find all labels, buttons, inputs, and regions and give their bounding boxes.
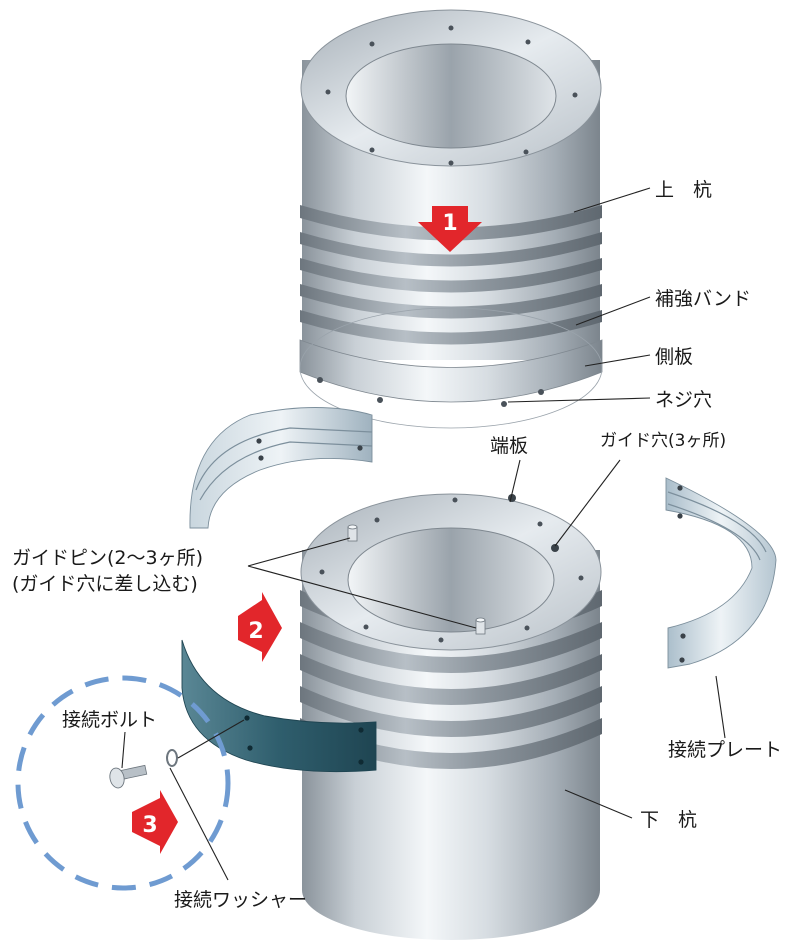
label-reinforcing-band: 補強バンド: [655, 288, 751, 310]
upper-screw-holes: [317, 377, 544, 407]
label-connection-plate: 接続プレート: [668, 739, 782, 761]
connection-plate-lower-left: [181, 639, 377, 773]
detail-circle: [15, 675, 231, 891]
label-lower-pile: 下 杭: [640, 809, 697, 831]
label-side-plate: 側板: [655, 346, 693, 368]
leader-lines: [121, 187, 726, 881]
connection-bolt: [109, 764, 148, 789]
lower-end-plate-holes: [319, 497, 584, 643]
upper-pile: [299, 9, 603, 429]
label-guide-pin: ガイドピン(2〜3ヶ所): [12, 547, 203, 569]
label-screw-hole: ネジ穴: [655, 389, 712, 411]
label-connection-bolt: 接続ボルト: [62, 709, 157, 731]
guide-pins: [347, 524, 486, 635]
label-end-plate: 端板: [490, 435, 528, 457]
step-2-arrow: 2: [238, 592, 282, 662]
step-1-number: 1: [442, 211, 457, 236]
connection-plate-upper-left: [189, 407, 373, 529]
step-3-arrow: 3: [132, 790, 178, 854]
label-upper-pile: 上 杭: [655, 179, 712, 201]
step-3-number: 3: [142, 813, 157, 838]
upper-top-holes: [325, 25, 578, 166]
label-guide-pin-note: (ガイド穴に差し込む): [12, 573, 198, 595]
connection-washer: [166, 749, 178, 767]
label-connection-washer: 接続ワッシャー: [174, 889, 307, 911]
step-1-arrow: 1: [418, 206, 482, 252]
upper-reinforcing-bands: [300, 205, 602, 345]
lower-pile: [300, 493, 602, 940]
connection-plate-right: [665, 477, 777, 669]
step-2-number: 2: [248, 619, 263, 644]
label-guide-hole: ガイド穴(3ヶ所): [600, 431, 726, 451]
